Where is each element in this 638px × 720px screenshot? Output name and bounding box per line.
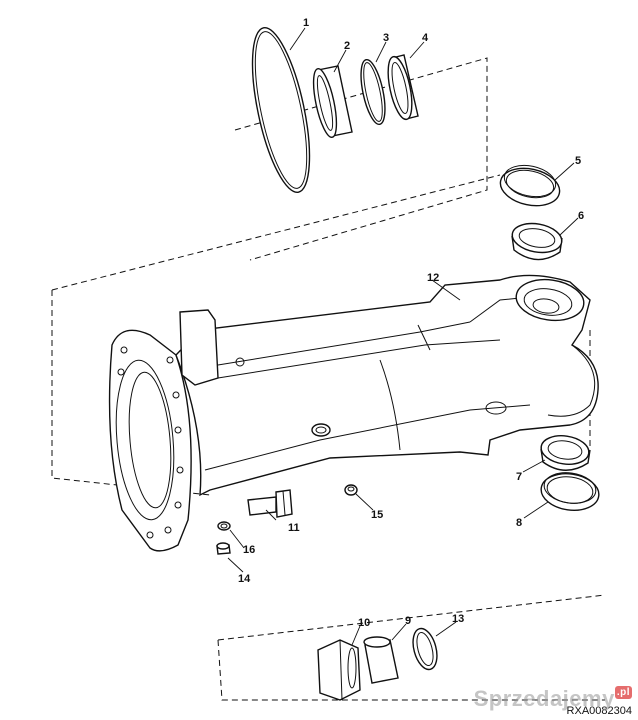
part-axle-housing: [108, 274, 599, 552]
callout-7: 7: [516, 471, 522, 483]
part-bushing: [363, 636, 399, 684]
callout-4: 4: [422, 32, 429, 44]
watermark: Sprzedajemy.pl: [474, 686, 632, 712]
callout-6: 6: [578, 210, 584, 222]
callout-8: 8: [516, 517, 522, 529]
part-lower-bearing: [540, 435, 591, 471]
callout-3: 3: [383, 32, 389, 44]
callout-11: 11: [288, 522, 300, 534]
part-snap-ring: [360, 58, 386, 126]
reference-code: RXA0082304: [567, 705, 632, 717]
part-upper-bearing: [511, 222, 563, 261]
part-o-ring-large: [251, 26, 311, 194]
callout-2: 2: [344, 40, 350, 52]
callout-9: 9: [405, 615, 411, 627]
callout-5: 5: [575, 155, 581, 167]
part-bearing-cup: [312, 65, 353, 138]
callout-12: 12: [427, 272, 439, 284]
callout-labels: 1 2 3 4 5 6 7 8 9 10 11 12 13 14 15 16: [238, 17, 584, 629]
callout-14: 14: [238, 573, 251, 585]
part-retaining-ring: [412, 627, 438, 671]
part-bolt: [247, 489, 293, 518]
part-plug: [344, 484, 358, 496]
watermark-suffix: .pl: [614, 686, 632, 699]
part-drain-plug: [216, 542, 231, 555]
part-upper-seal: [499, 164, 561, 207]
callout-10: 10: [358, 617, 370, 629]
part-seal: [387, 54, 419, 121]
callout-15: 15: [371, 509, 383, 521]
part-hex-nut: [317, 639, 361, 701]
watermark-text: Sprzedajemy: [473, 686, 615, 711]
callout-13: 13: [452, 613, 464, 625]
callout-16: 16: [243, 544, 255, 556]
callout-leaders: [227, 27, 579, 646]
part-washer: [217, 521, 231, 531]
callout-1: 1: [303, 17, 309, 29]
part-lower-seal: [540, 472, 600, 511]
